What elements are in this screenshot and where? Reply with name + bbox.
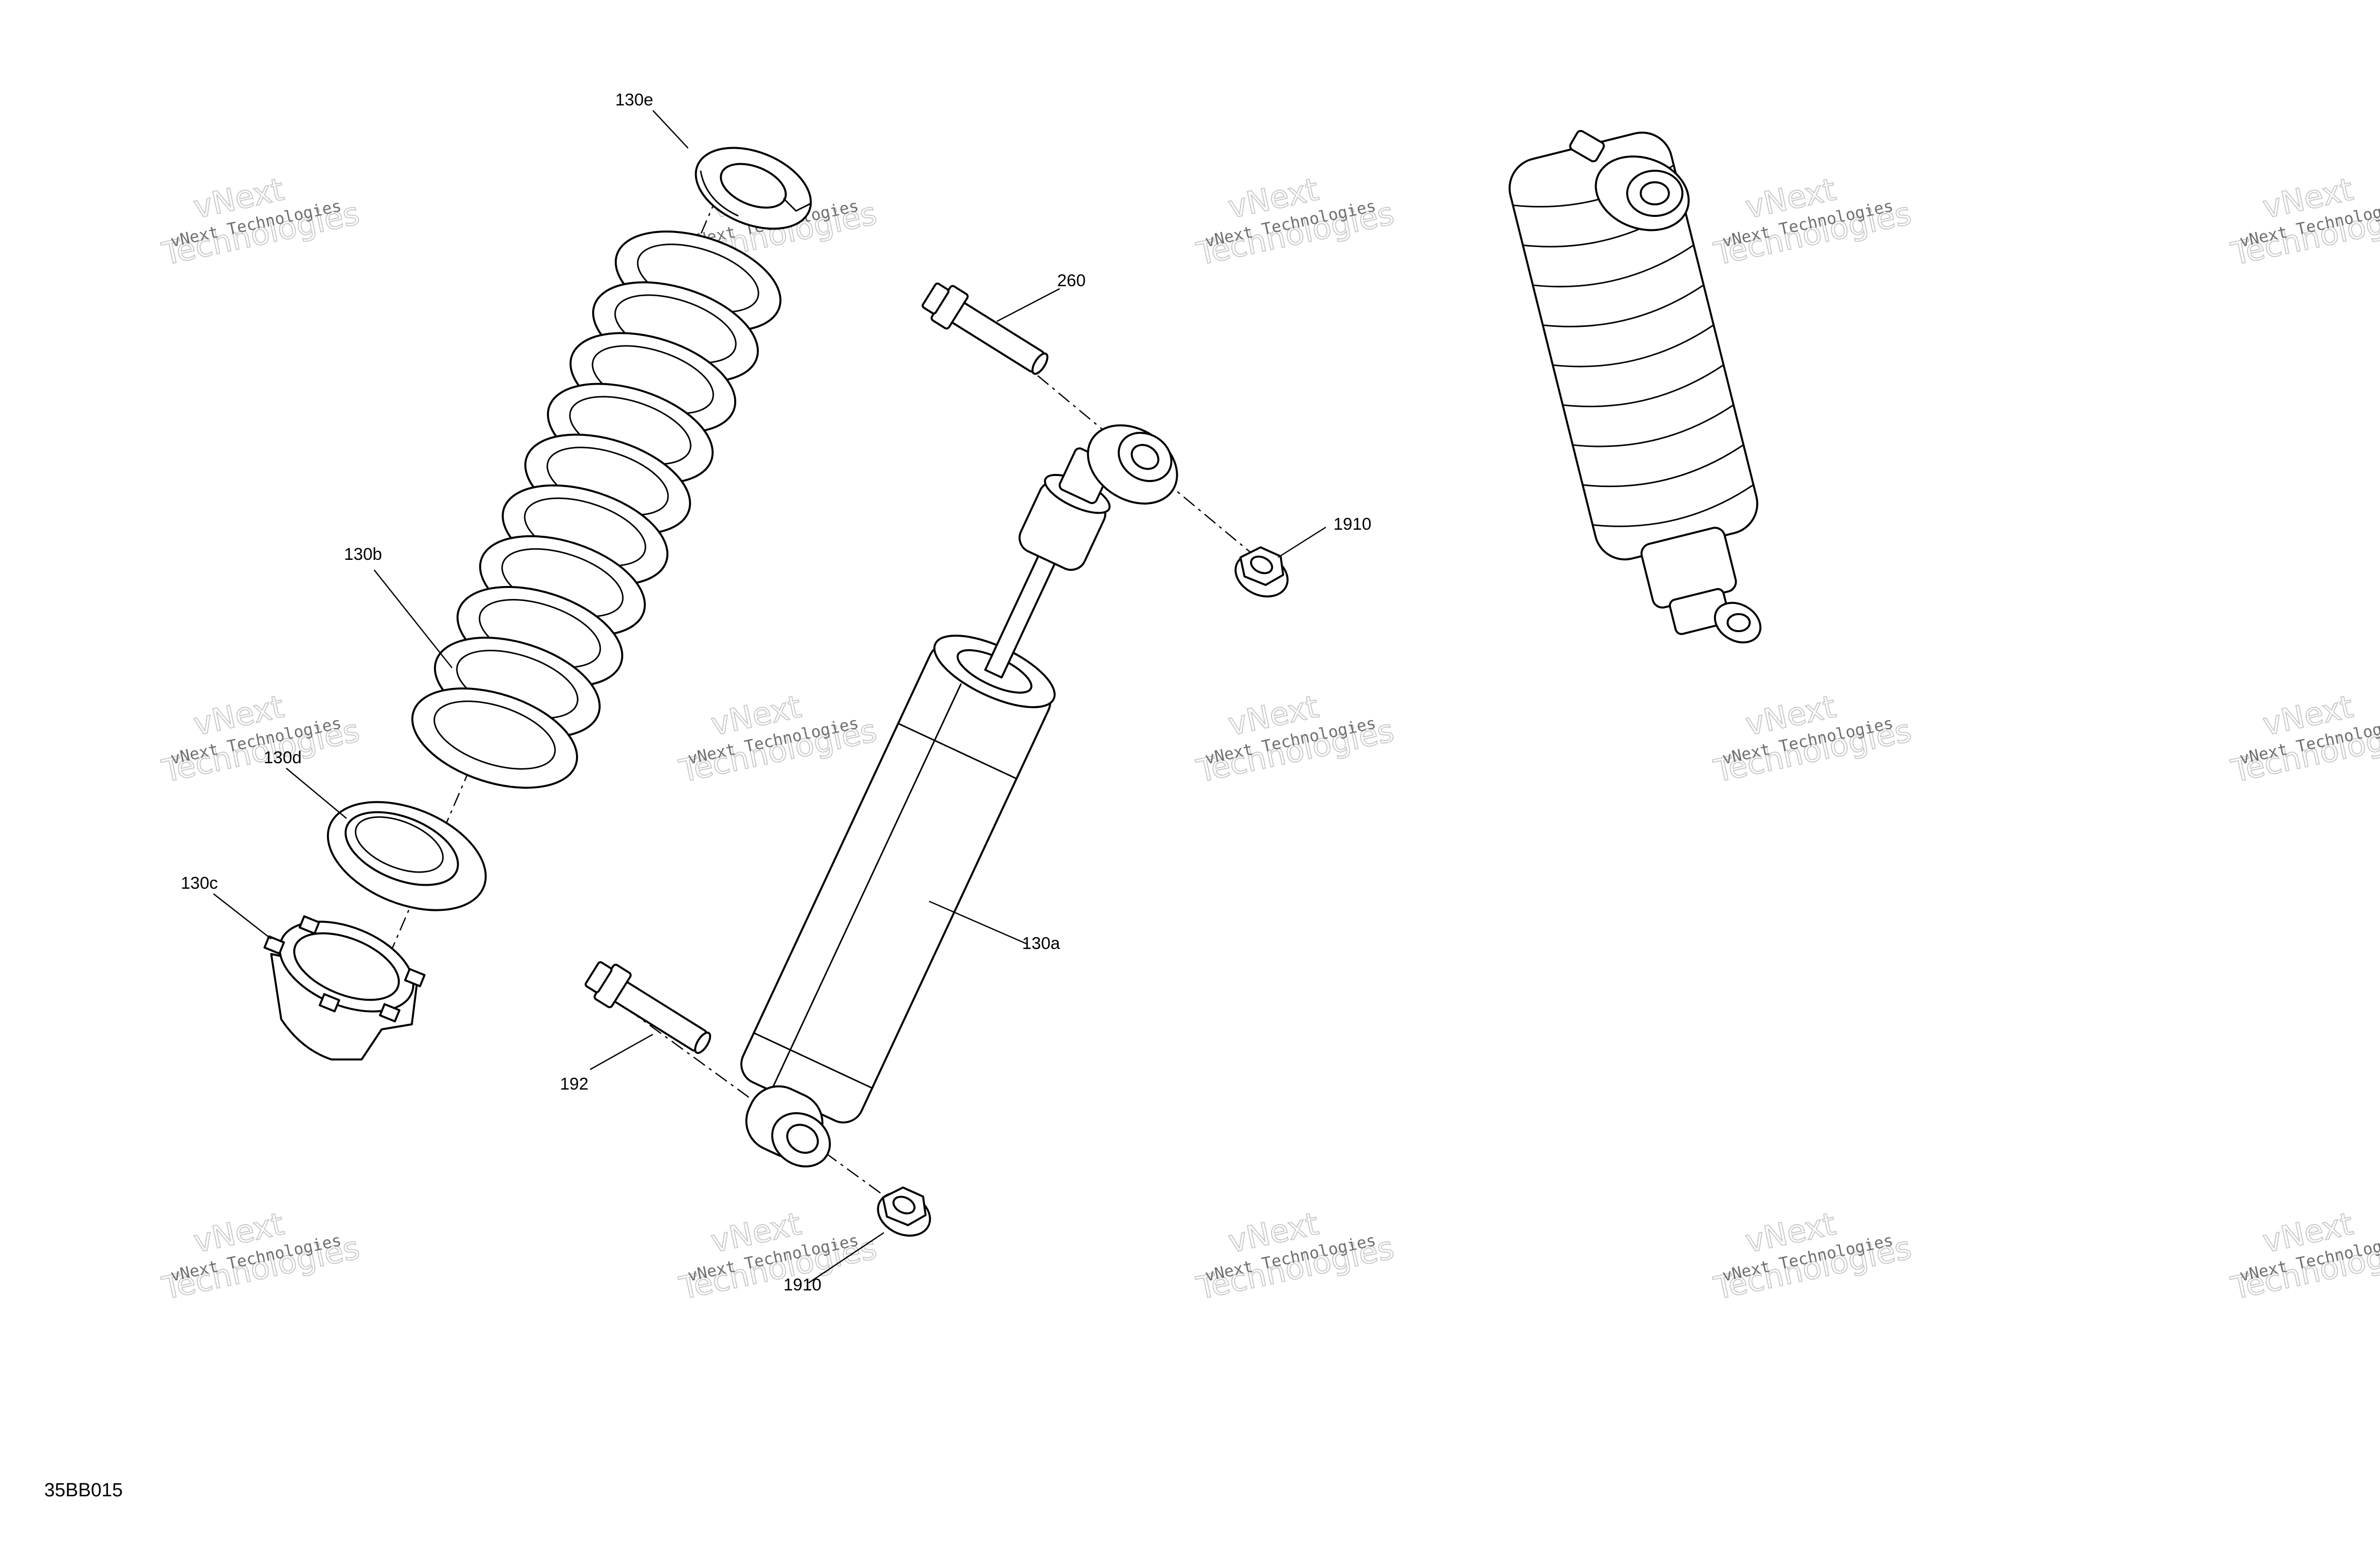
assembled-spring-coil	[1572, 404, 1734, 447]
assembled-spring-coil	[1593, 484, 1754, 527]
assembled-spring-coil	[1552, 324, 1714, 368]
figure-reference-code: 35BB015	[44, 1480, 123, 1501]
callout-labels: 130e 130b 130d 130c 260 1910 130a 192 19…	[181, 90, 1372, 1294]
assembled-spring-coil	[1542, 284, 1705, 327]
callout-1910-lower: 1910	[783, 1275, 822, 1294]
assembled-spring-coil	[1582, 444, 1744, 488]
spring-coil	[411, 687, 578, 789]
callout-130e: 130e	[615, 90, 653, 109]
shock-absorber	[740, 424, 1178, 1167]
assembled-spring-coil	[1562, 364, 1724, 408]
spring-retainer-top	[695, 147, 812, 230]
lower-flange-nut	[877, 1186, 931, 1237]
callout-130c: 130c	[181, 874, 218, 893]
leader-lines	[213, 110, 1326, 1284]
callout-192: 192	[560, 1075, 589, 1094]
spring-coil-inner	[433, 700, 556, 770]
callout-130b: 130b	[344, 545, 382, 564]
upper-bolt	[922, 282, 1049, 375]
callout-130a: 130a	[1022, 934, 1060, 953]
adjuster-collar	[263, 915, 426, 1060]
assembled-spring-coil	[1533, 244, 1694, 288]
callout-130d: 130d	[264, 748, 302, 767]
lower-bolt	[585, 961, 711, 1054]
upper-flange-nut	[1234, 546, 1289, 598]
spring-seat-ring	[326, 801, 487, 911]
assembled-shock	[1508, 130, 1762, 644]
callout-1910-upper: 1910	[1333, 515, 1372, 534]
coil-spring	[411, 230, 781, 789]
callout-260: 260	[1057, 271, 1086, 290]
